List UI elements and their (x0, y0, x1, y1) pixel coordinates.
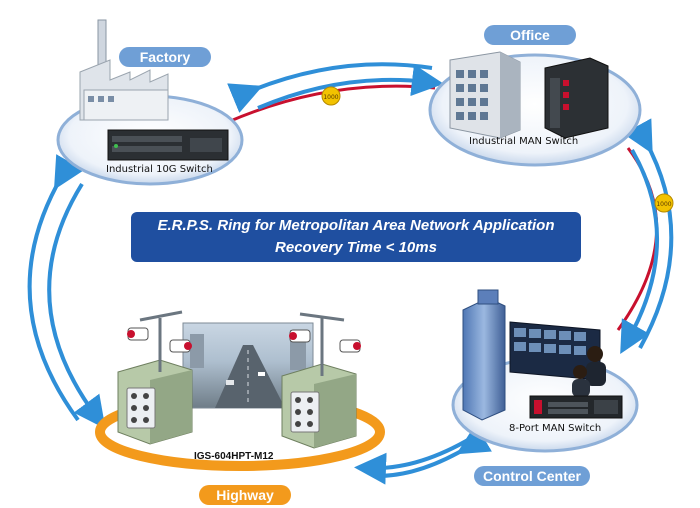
industrial-man-switch-icon (544, 57, 609, 139)
control-center-label: Control Center (474, 466, 590, 486)
8-port-man-switch-icon (529, 395, 623, 419)
link-badge-right: 1000 (654, 193, 674, 213)
left-cabinet-icon (117, 359, 193, 445)
ring-arrow-bottom-b (377, 424, 492, 478)
factory-label: Factory (119, 47, 211, 67)
office-device-label: Industrial MAN Switch (469, 136, 579, 147)
link-badge-top: 1000 (321, 86, 341, 106)
ring-arrow-left-a (27, 154, 84, 422)
banner-line-2: Recovery Time < 10ms (275, 239, 437, 256)
factory-building-icon (79, 19, 169, 121)
left-camera-pole-icon (139, 310, 183, 372)
link-badge-right-text: 1000 (656, 201, 671, 208)
title-banner: E.R.P.S. Ring for Metropolitan Area Netw… (131, 212, 581, 262)
highway-label: Highway (199, 485, 291, 505)
right-cameras-icon (289, 329, 361, 353)
fiber-link-office-control (616, 147, 659, 331)
ring-arrow-right-b (620, 149, 660, 354)
office-label: Office (484, 25, 576, 45)
industrial-10g-switch-icon (107, 129, 229, 161)
control-center-node (451, 289, 639, 453)
operators-icon (572, 346, 606, 397)
right-camera-pole-icon (299, 312, 345, 376)
ring-arrow-top-b (257, 64, 444, 110)
ring-arrow-right-a (623, 118, 674, 349)
ring-arrow-left-b (47, 182, 106, 429)
link-badge-top-text: 1000 (323, 94, 338, 101)
control-tower-icon (462, 289, 506, 421)
ring-arrow-top-a (227, 62, 433, 113)
highway-device-label: IGS-604HPT-M12 (194, 451, 274, 462)
left-cameras-icon (127, 327, 192, 353)
office-node (428, 51, 642, 167)
office-building-icon (449, 51, 521, 139)
factory-node (56, 19, 244, 186)
factory-device-label: Industrial 10G Switch (106, 164, 213, 175)
right-cabinet-icon (281, 363, 357, 449)
highway-node (95, 310, 385, 471)
banner-line-1: E.R.P.S. Ring for Metropolitan Area Netw… (157, 217, 555, 234)
control-center-device-label: 8-Port MAN Switch (509, 423, 602, 434)
